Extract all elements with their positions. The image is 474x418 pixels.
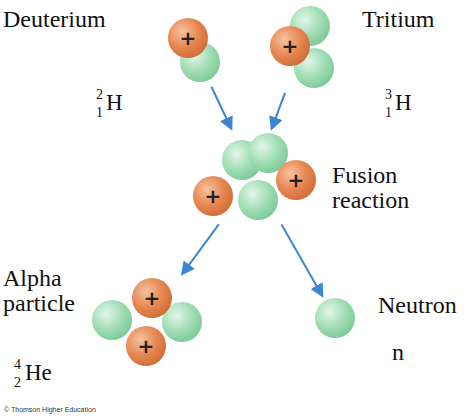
tritium-nucleus: +Tritium31H [268, 4, 336, 90]
reaction-label: Fusion reaction [332, 163, 432, 213]
atomic-number: 1 [96, 106, 103, 121]
particle-name: Deuterium [3, 7, 106, 32]
proton: + [270, 26, 310, 66]
reaction-arrow [211, 87, 231, 129]
atomic-number: 2 [14, 376, 21, 391]
particle-name: Alpha particle [3, 266, 89, 316]
deuterium-nucleus: +Deuterium21H [166, 16, 222, 84]
proton: + [193, 176, 233, 216]
charge-sign: + [276, 160, 316, 200]
mass-number: 4 [14, 358, 21, 373]
charge-sign: + [168, 18, 208, 58]
copyright-note: © Thomson Higher Education [4, 406, 96, 413]
proton: + [132, 278, 172, 318]
neutron-ball [238, 180, 278, 220]
fused-nucleus: ++Fusion reaction [190, 131, 318, 222]
neutron-particle: Neutronn [315, 298, 355, 338]
atomic-number: 1 [385, 106, 392, 121]
mass-number: 2 [96, 88, 103, 103]
mass-number: 3 [385, 88, 392, 103]
element-symbol: H [106, 91, 123, 115]
reaction-arrow [282, 225, 323, 296]
charge-sign: + [270, 26, 310, 66]
charge-sign: + [126, 326, 166, 366]
particle-name: Neutron [378, 293, 457, 318]
neutron-ball [92, 300, 132, 340]
particle-symbol: n [392, 340, 404, 365]
proton: + [168, 18, 208, 58]
neutron-ball [315, 298, 355, 338]
alpha-nucleus: ++Alpha particle42He [90, 276, 204, 368]
proton: + [276, 160, 316, 200]
element-symbol: H [395, 91, 412, 115]
charge-sign: + [132, 278, 172, 318]
reaction-arrow [272, 93, 285, 128]
element-symbol: He [25, 361, 52, 385]
particle-name: Tritium [362, 7, 434, 32]
reaction-arrow [183, 224, 219, 273]
charge-sign: + [193, 176, 233, 216]
proton: + [126, 326, 166, 366]
